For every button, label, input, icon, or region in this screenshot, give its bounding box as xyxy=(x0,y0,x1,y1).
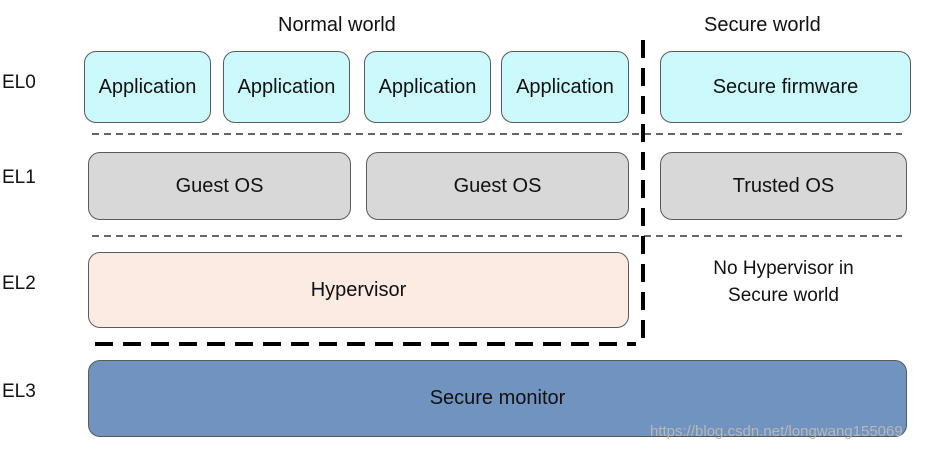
application-box-1: Application xyxy=(84,51,211,123)
no-hypervisor-note: No Hypervisor in Secure world xyxy=(660,255,907,309)
guest-os-box-1: Guest OS xyxy=(88,152,351,220)
normal-world-title: Normal world xyxy=(278,14,396,36)
level-el0-label: EL0 xyxy=(2,72,36,93)
guest-os-box-2: Guest OS xyxy=(366,152,629,220)
secure-world-title: Secure world xyxy=(704,14,821,36)
no-hypervisor-note-line1: No Hypervisor in xyxy=(713,258,854,279)
application-box-2: Application xyxy=(223,51,350,123)
level-el1-label: EL1 xyxy=(2,167,36,188)
secure-monitor-box: Secure monitor xyxy=(88,360,907,437)
hypervisor-box: Hypervisor xyxy=(88,252,629,328)
watermark: https://blog.csdn.net/longwang155069 xyxy=(650,423,903,440)
application-box-4: Application xyxy=(501,51,629,123)
application-box-3: Application xyxy=(364,51,491,123)
level-el2-label: EL2 xyxy=(2,273,36,294)
secure-firmware-box: Secure firmware xyxy=(660,51,911,123)
trusted-os-box: Trusted OS xyxy=(660,152,907,220)
level-el3-label: EL3 xyxy=(2,381,36,402)
no-hypervisor-note-line2: Secure world xyxy=(728,285,839,306)
